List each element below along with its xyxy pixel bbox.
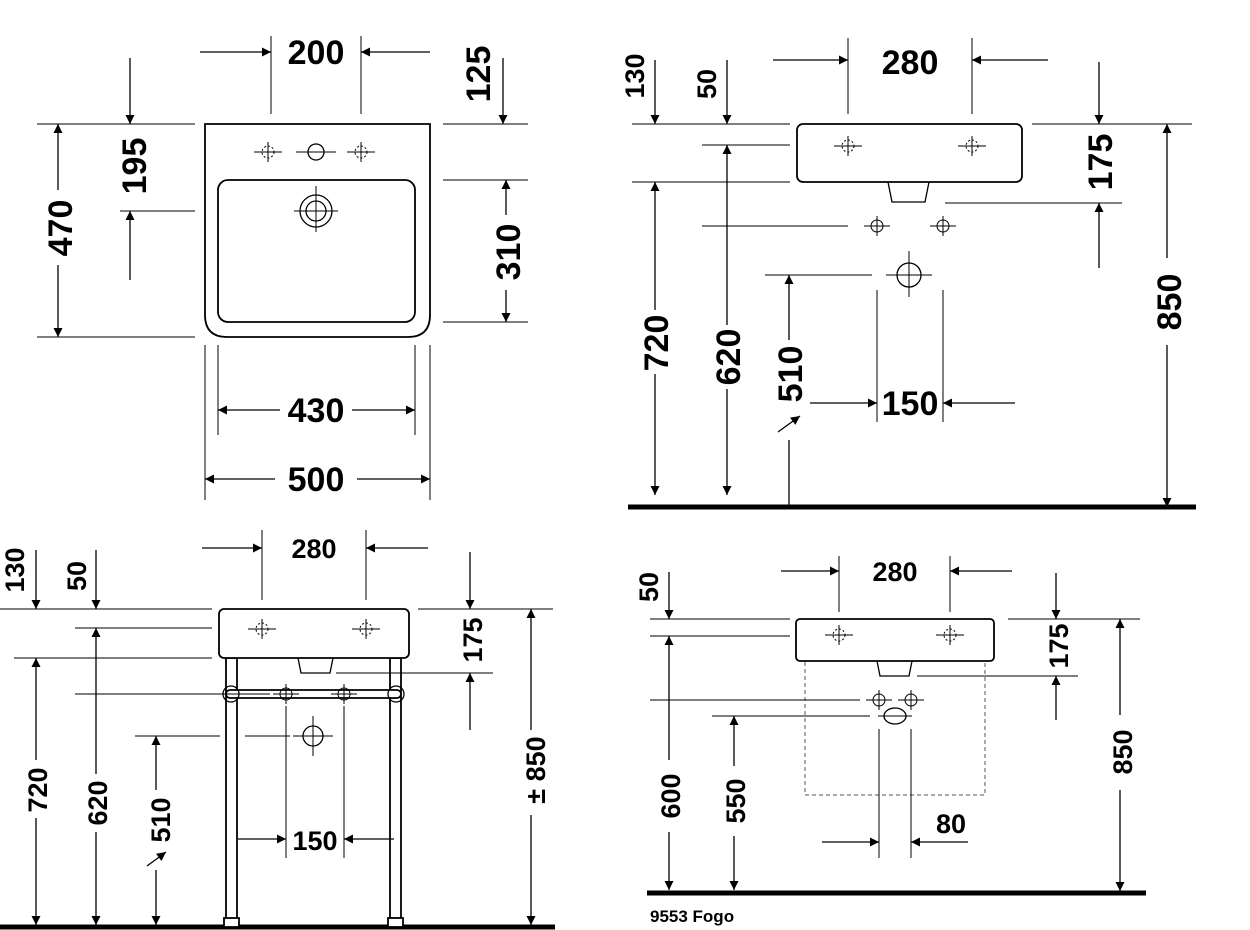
dim-50: 50 <box>634 572 664 602</box>
dim-280: 280 <box>872 557 917 587</box>
dim-550: 550 <box>721 778 751 823</box>
dim-600: 600 <box>656 773 686 818</box>
outlet-arrow <box>146 851 167 867</box>
dim-510: 510 <box>772 346 810 403</box>
waste-outlet <box>886 251 932 297</box>
fogo-view: 50 600 550 280 80 175 850 9553 Fogo <box>634 556 1146 926</box>
supply-left <box>272 683 300 705</box>
supply-right <box>929 215 957 237</box>
dim-195: 195 <box>116 138 154 195</box>
basin-bowl <box>217 179 416 323</box>
drain-stub <box>297 657 334 674</box>
dim-620: 620 <box>83 780 113 825</box>
dim-850: 850 <box>1151 274 1189 331</box>
outlet-arrow <box>777 415 801 433</box>
dim-430: 430 <box>288 392 345 430</box>
supply-right <box>330 683 358 705</box>
tap-hole-center <box>296 143 336 161</box>
waste-outlet <box>293 716 333 756</box>
dim-80: 80 <box>936 809 966 839</box>
dim-175: 175 <box>1044 623 1074 668</box>
dim-50: 50 <box>62 561 92 591</box>
dim-200: 200 <box>288 34 345 72</box>
console-view: 130 50 720 620 510 280 150 175 ± 850 <box>0 530 555 930</box>
dim-175: 175 <box>458 617 488 662</box>
basin-front <box>218 608 410 659</box>
dim-310: 310 <box>490 224 528 281</box>
basin-front <box>796 123 1023 183</box>
dim-470: 470 <box>42 200 80 257</box>
fogo-outline <box>804 660 986 796</box>
drain-stub <box>876 660 913 677</box>
waste-outlet <box>878 707 912 725</box>
dim-125: 125 <box>460 46 498 103</box>
dim-280: 280 <box>291 534 336 564</box>
wall-hung-view: 130 50 720 620 510 280 150 175 850 <box>620 38 1196 510</box>
dim-150: 150 <box>292 826 337 856</box>
supply-left <box>865 689 893 711</box>
drain <box>294 186 338 232</box>
dim-500: 500 <box>288 461 345 499</box>
fogo-caption: 9553 Fogo <box>650 907 734 926</box>
dim-510: 510 <box>146 797 176 842</box>
dim-175: 175 <box>1082 134 1120 191</box>
dim-620: 620 <box>710 329 748 386</box>
dim-150: 150 <box>882 385 939 423</box>
dim-720: 720 <box>23 767 53 812</box>
supply-right <box>897 689 925 711</box>
plan-view: 200 125 470 195 310 430 500 <box>37 34 528 500</box>
dim-130: 130 <box>0 547 30 592</box>
dim-130: 130 <box>620 53 650 98</box>
supply-left <box>863 215 891 237</box>
dim-850: 850 <box>1108 729 1138 774</box>
basin-front <box>795 618 995 662</box>
dim-50: 50 <box>692 69 722 99</box>
dim-720: 720 <box>638 315 676 372</box>
dim-850: ± 850 <box>521 736 551 803</box>
drain-stub <box>887 181 930 203</box>
dim-280: 280 <box>882 44 939 82</box>
